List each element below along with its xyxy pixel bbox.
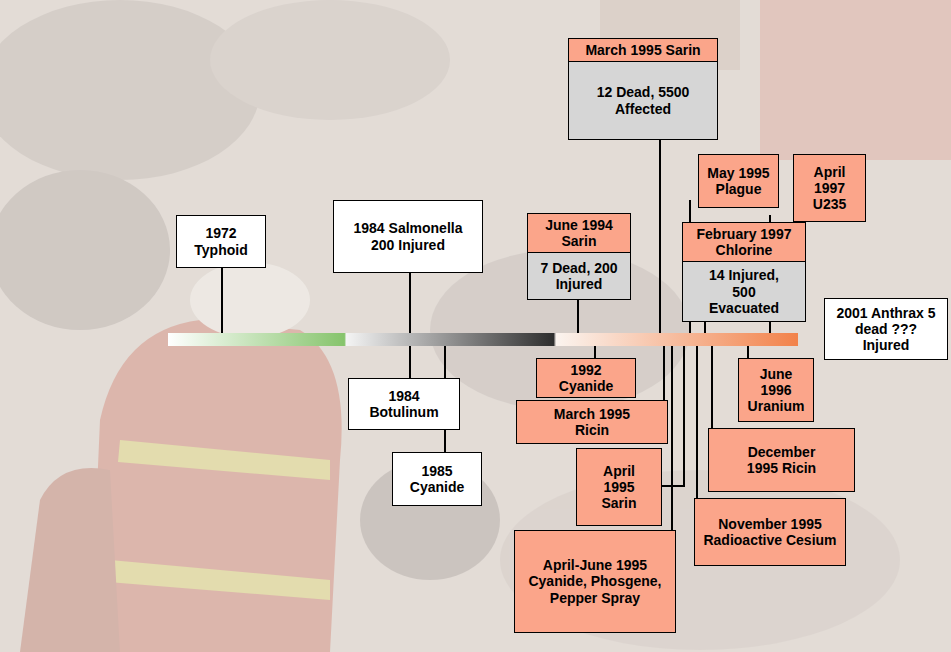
box-heading-area: November 1995 Radioactive Cesium: [695, 499, 845, 565]
box-heading-area: May 1995 Plague: [699, 155, 778, 207]
incident-box: 1985 Cyanide: [392, 452, 482, 506]
box-heading-area: April-June 1995 Cyanide, Phosgene, Peppe…: [515, 531, 675, 632]
leader-line: [696, 346, 698, 504]
box-heading-area: March 1995 Sarin: [569, 39, 717, 61]
incident-box: 1992 Cyanide: [536, 358, 636, 398]
incident-label: June 1996 Uranium: [743, 366, 809, 414]
leader-line: [711, 346, 713, 434]
incident-box: April 1997 U235: [793, 154, 866, 222]
incident-box: April 1995 Sarin: [576, 448, 662, 526]
box-heading-area: April 1997 U235: [794, 155, 865, 221]
incident-box: May 1995 Plague: [698, 154, 779, 208]
incident-label: May 1995 Plague: [703, 165, 774, 197]
box-body-area: 7 Dead, 200 Injured: [528, 252, 630, 299]
leader-line: [409, 268, 411, 333]
incident-card: June 1994 Sarin 7 Dead, 200 Injured: [527, 213, 631, 300]
leader-line: [663, 346, 665, 406]
incident-box: April-June 1995 Cyanide, Phosgene, Peppe…: [514, 530, 676, 633]
box-body-area: 12 Dead, 5500 Affected: [569, 61, 717, 139]
incident-box: 1984 Salmonella 200 Injured: [333, 200, 483, 273]
incident-box: December 1995 Ricin: [708, 428, 855, 492]
incident-label: 1984 Salmonella 200 Injured: [353, 220, 463, 252]
incident-label: March 1995 Ricin: [542, 406, 642, 438]
timeline-bar: [168, 333, 798, 346]
box-heading-area: December 1995 Ricin: [709, 429, 854, 491]
incident-label: November 1995 Radioactive Cesium: [700, 516, 840, 548]
box-heading-area: 1972 Typhoid: [177, 216, 265, 267]
leader-line: [221, 262, 223, 333]
incident-card: February 1997 Chlorine 14 Injured, 500 Ev…: [682, 222, 806, 322]
box-heading-area: June 1994 Sarin: [528, 214, 630, 252]
casualty-label: 12 Dead, 5500 Affected: [583, 84, 703, 116]
casualty-label: 14 Injured, 500 Evacuated: [703, 267, 785, 315]
box-body-area: 14 Injured, 500 Evacuated: [683, 261, 805, 321]
incident-label: February 1997 Chlorine: [688, 226, 800, 258]
incident-label: April-June 1995 Cyanide, Phosgene, Peppe…: [525, 557, 665, 605]
incident-card: March 1995 Sarin 12 Dead, 5500 Affected: [568, 38, 718, 140]
leader-line: [671, 346, 673, 536]
incident-label: 1992 Cyanide: [554, 362, 618, 394]
incident-label: 2001 Anthrax 5 dead ??? Injured: [834, 305, 938, 353]
box-heading-area: 1985 Cyanide: [393, 453, 481, 505]
incident-box: 2001 Anthrax 5 dead ??? Injured: [824, 298, 948, 360]
incident-box: November 1995 Radioactive Cesium: [694, 498, 846, 566]
incident-label: 1985 Cyanide: [397, 463, 477, 495]
box-heading-area: 1984 Botulinum: [349, 379, 459, 429]
box-heading-area: 1992 Cyanide: [537, 359, 635, 397]
incident-box: 1984 Botulinum: [348, 378, 460, 430]
incident-label: April 1995 Sarin: [589, 463, 649, 511]
incident-box: 1972 Typhoid: [176, 215, 266, 268]
casualty-label: 7 Dead, 200 Injured: [533, 260, 625, 292]
incident-label: December 1995 Ricin: [742, 444, 822, 476]
box-heading-area: 2001 Anthrax 5 dead ??? Injured: [825, 299, 947, 359]
incident-label: 1972 Typhoid: [181, 225, 261, 257]
incident-label: 1984 Botulinum: [354, 388, 454, 420]
incident-label: June 1994 Sarin: [539, 217, 619, 249]
leader-line: [659, 130, 661, 333]
incident-box: June 1996 Uranium: [738, 358, 814, 422]
incident-label: April 1997 U235: [807, 164, 853, 212]
leader-lines: [222, 130, 770, 536]
box-heading-area: 1984 Salmonella 200 Injured: [334, 201, 482, 272]
incident-label: March 1995 Sarin: [585, 42, 700, 58]
box-heading-area: April 1995 Sarin: [577, 449, 661, 525]
box-heading-area: February 1997 Chlorine: [683, 223, 805, 261]
box-heading-area: March 1995 Ricin: [517, 401, 667, 443]
incident-box: March 1995 Ricin: [516, 400, 668, 444]
box-heading-area: June 1996 Uranium: [739, 359, 813, 421]
